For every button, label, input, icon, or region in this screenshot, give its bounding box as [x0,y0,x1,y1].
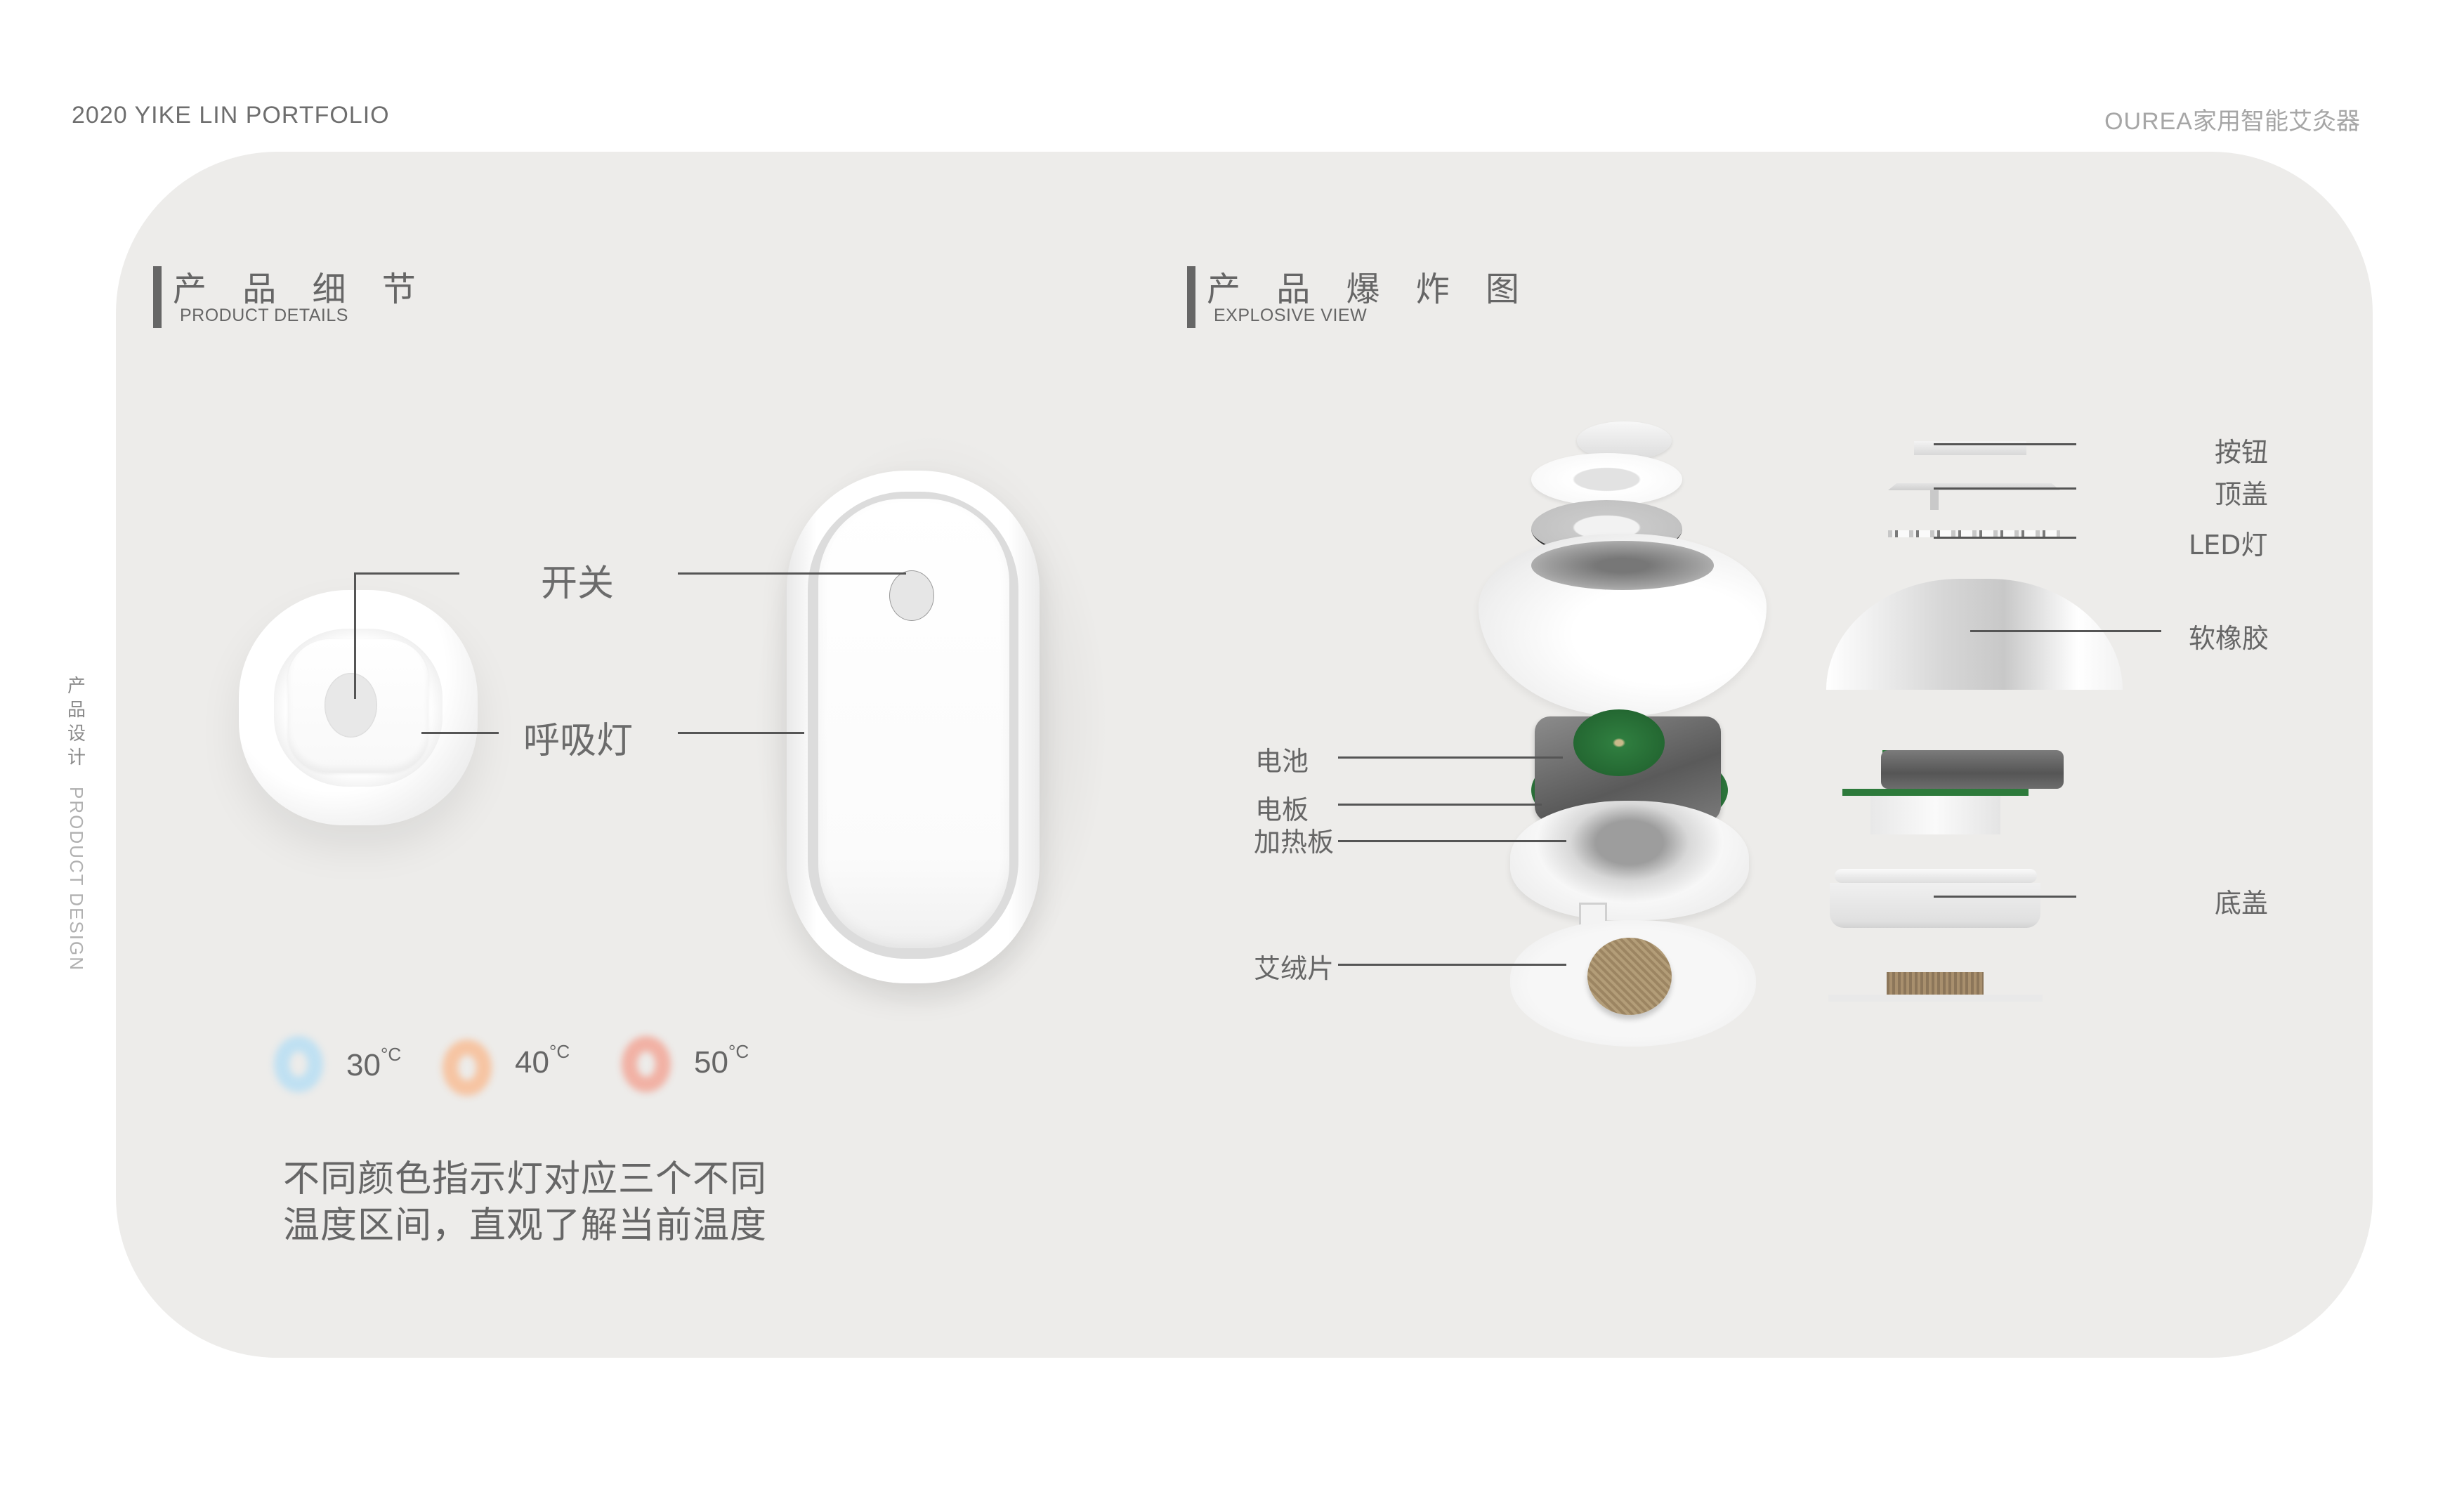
product-name: OUREA家用智能艾灸器 [2104,102,2360,136]
side-label-en: PRODUCT DESIGN [66,787,87,971]
battery-leader [1338,756,1563,759]
side-top-cover-peg [1930,490,1939,510]
button-label: 按钮 [2215,437,2269,468]
side-led [1888,530,2060,537]
side-top-cover [1888,483,2060,490]
section-title-explosive-en: EXPLOSIVE VIEW [1214,306,1368,325]
side-label-cn-3: 设 [67,723,86,745]
side-circuit-board [1842,789,2029,796]
temp-indicator-40-label: 40°C [515,1041,570,1080]
side-bottom-cover-rim [1835,869,2037,883]
temp-indicator-50-ring [622,1036,671,1092]
side-moxa-pad [1887,972,1984,995]
temperature-description: 不同颜色指示灯对应三个不同 温度区间，直观了解当前温度 [283,1156,767,1249]
exploded-heating-plate-bottom-cover [1510,801,1749,920]
heating-plate-label: 加热板 [1254,827,1335,858]
device-side-view-switch [889,570,934,621]
circuit-board-leader [1338,804,1542,806]
breathing-light-callout-label: 呼吸灯 [523,720,634,762]
soft-rubber-leader [1970,630,2161,632]
led-leader [1934,537,2076,539]
section-bar-explosive [1187,266,1195,328]
moxa-pad-label: 艾绒片 [1254,953,1335,984]
side-label-cn-2: 品 [67,700,86,721]
battery-label: 电池 [1255,746,1309,777]
device-side-view-inner [818,499,1009,948]
brand-name: OUREA [2104,108,2193,135]
moxa-pad-leader [1338,964,1566,966]
exploded-battery-top-pcb [1573,709,1665,776]
side-moxa-base [1828,995,2043,1002]
breathing-light-leader-left [421,732,499,734]
soft-rubber-label: 软橡胶 [2189,623,2269,654]
bottom-cover-label: 底盖 [2215,888,2269,919]
portfolio-title: 2020 YIKE LIN PORTFOLIO [72,102,390,129]
button-leader [1934,443,2076,445]
side-label: 产 品 设 计 PRODUCT DESIGN [65,674,89,971]
section-bar-details [153,266,162,328]
switch-leader-left [354,572,459,575]
exploded-soft-rubber-opening [1531,541,1714,590]
section-title-details-en: PRODUCT DETAILS [180,306,348,325]
side-bottom-cover [1830,883,2040,928]
temp-indicator-30-ring [274,1036,323,1092]
side-heating-plate [1870,796,2000,834]
top-cover-label: 顶盖 [2215,479,2269,510]
side-label-cn-4: 计 [67,747,86,768]
description-line-2: 温度区间，直观了解当前温度 [283,1205,768,1247]
temp-indicator-50-label: 50°C [694,1041,749,1080]
switch-callout-label: 开关 [541,563,615,605]
side-battery [1881,750,2064,789]
switch-leader-vertical [354,572,356,699]
led-label: LED灯 [2189,530,2268,561]
temp-indicator-30-label: 30°C [346,1044,402,1082]
product-type: 家用智能艾灸器 [2193,108,2360,135]
section-title-explosive-cn: 产 品 爆 炸 图 [1207,270,1533,309]
side-label-cn-1: 产 [67,676,86,697]
exploded-moxa-pad [1587,938,1672,1015]
bottom-cover-leader [1934,896,2076,898]
heating-plate-leader [1338,840,1566,842]
temp-indicator-40-ring [443,1040,492,1096]
section-title-details-cn: 产 品 细 节 [173,270,428,309]
breathing-light-leader-right [678,732,804,734]
circuit-board-label: 电板 [1255,794,1309,825]
top-cover-leader [1934,487,2076,490]
device-top-view-switch [325,673,377,738]
exploded-top-cover [1531,453,1682,506]
switch-leader-right [678,572,906,575]
description-line-1: 不同颜色指示灯对应三个不同 [283,1158,768,1200]
